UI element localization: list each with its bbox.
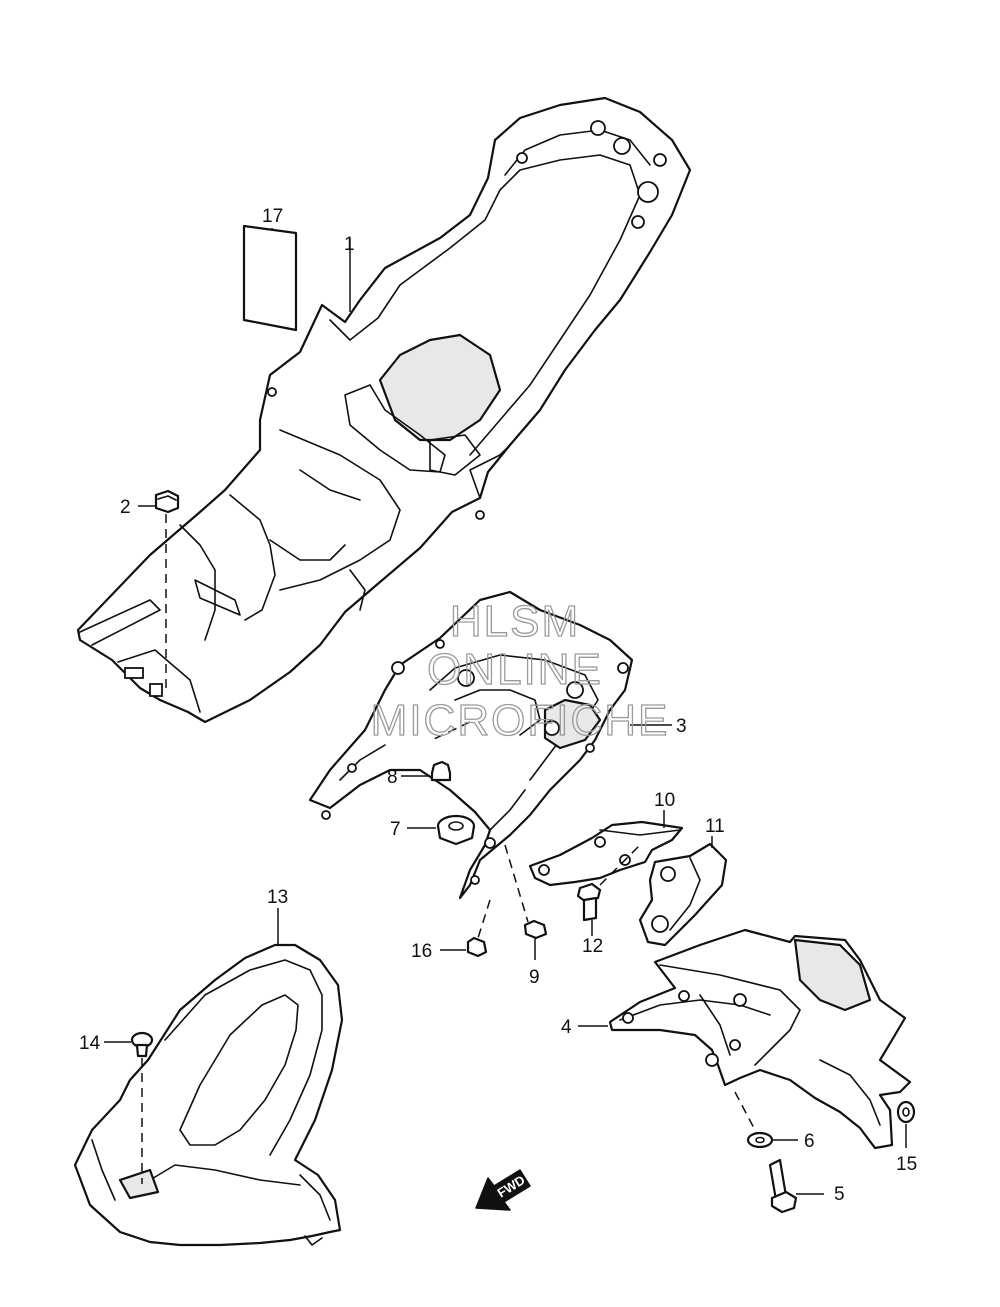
watermark-line-2: ONLINE xyxy=(427,645,603,694)
callout-4: 4 xyxy=(561,1017,572,1038)
part-7-grommet xyxy=(407,814,476,846)
callout-10: 10 xyxy=(654,790,675,811)
fwd-arrow-icon: FWD xyxy=(475,1169,531,1211)
callout-2: 2 xyxy=(120,497,131,518)
part-5-bolt xyxy=(768,1158,824,1214)
callout-9: 9 xyxy=(529,967,540,988)
part-15-washer xyxy=(896,1100,916,1148)
callout-1: 1 xyxy=(344,234,355,255)
callout-5: 5 xyxy=(834,1184,845,1205)
callout-16: 16 xyxy=(411,941,432,962)
part-16-clip xyxy=(440,899,491,958)
part-14-screw xyxy=(104,1031,154,1184)
part-11-bracket xyxy=(638,836,728,947)
callout-13: 13 xyxy=(267,887,288,908)
watermark: HLSM ONLINE MICROFICHE xyxy=(370,596,670,745)
callout-3: 3 xyxy=(676,716,687,737)
part-2-bolt xyxy=(138,489,180,690)
part-12-bolt xyxy=(576,844,641,936)
callout-6: 6 xyxy=(804,1131,815,1152)
part-13-front-fender xyxy=(73,908,344,1247)
watermark-line-1: HLSM xyxy=(450,597,580,646)
callout-15: 15 xyxy=(896,1154,917,1175)
part-17-label xyxy=(242,224,298,332)
part-9-clip xyxy=(504,844,548,960)
part-1-rear-fender xyxy=(76,96,692,724)
part-6-washer xyxy=(734,1091,798,1149)
callout-17: 17 xyxy=(262,206,283,227)
callouts: 1 2 3 4 5 6 7 8 9 10 11 12 13 14 15 16 1… xyxy=(79,206,917,1205)
callout-8: 8 xyxy=(387,767,398,788)
callout-11: 11 xyxy=(705,816,725,837)
callout-7: 7 xyxy=(390,819,401,840)
callout-14: 14 xyxy=(79,1033,101,1054)
part-4-mudguard xyxy=(578,928,912,1150)
part-3-inner-fender xyxy=(308,590,672,900)
callout-12: 12 xyxy=(582,936,603,957)
watermark-line-3: MICROFICHE xyxy=(371,696,670,745)
part-8-cushion xyxy=(401,760,452,782)
